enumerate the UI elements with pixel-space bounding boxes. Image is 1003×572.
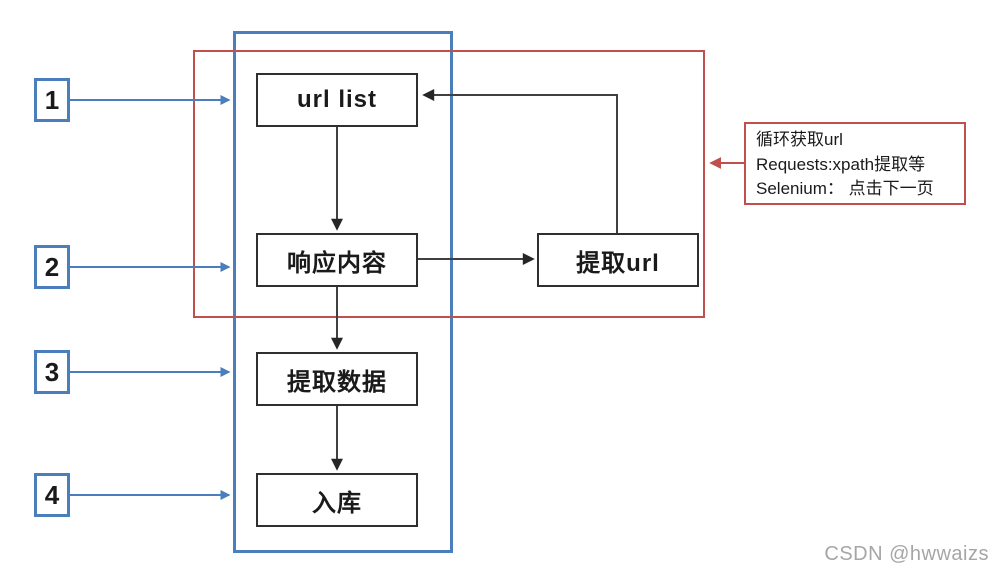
annotation-line-1: 循环获取url: [756, 130, 843, 149]
step-marker-2: 2: [34, 245, 70, 289]
step-marker-3: 3: [34, 350, 70, 394]
step-marker-1-label: 1: [44, 84, 60, 115]
node-extract-url: 提取url: [537, 233, 699, 287]
annotation-line-2: Requests:xpath提取等: [756, 154, 926, 174]
node-extract-url-label: 提取url: [576, 249, 660, 277]
node-store-db-label: 入库: [312, 489, 362, 517]
annotation-box: 循环获取url Requests:xpath提取等 Selenium： 点击下一…: [744, 122, 966, 205]
watermark-text: CSDN @hwwaizs: [824, 543, 989, 565]
node-url-list: url list: [256, 73, 418, 127]
node-store-db: 入库: [256, 473, 418, 527]
node-url-list-label: url list: [296, 86, 377, 113]
node-response-content-label: 响应内容: [287, 249, 387, 277]
step-marker-4: 4: [34, 473, 70, 517]
step-marker-1: 1: [34, 78, 70, 122]
step-marker-3-label: 3: [44, 356, 60, 387]
node-response-content: 响应内容: [256, 233, 418, 287]
node-extract-data: 提取数据: [256, 352, 418, 406]
loop-region-frame: [193, 50, 705, 318]
annotation-line-3: Selenium： 点击下一页: [756, 179, 934, 199]
main-pipeline-frame: [233, 31, 453, 553]
step-marker-4-label: 4: [44, 479, 60, 510]
node-extract-data-label: 提取数据: [287, 368, 387, 396]
step-marker-2-label: 2: [44, 251, 60, 282]
